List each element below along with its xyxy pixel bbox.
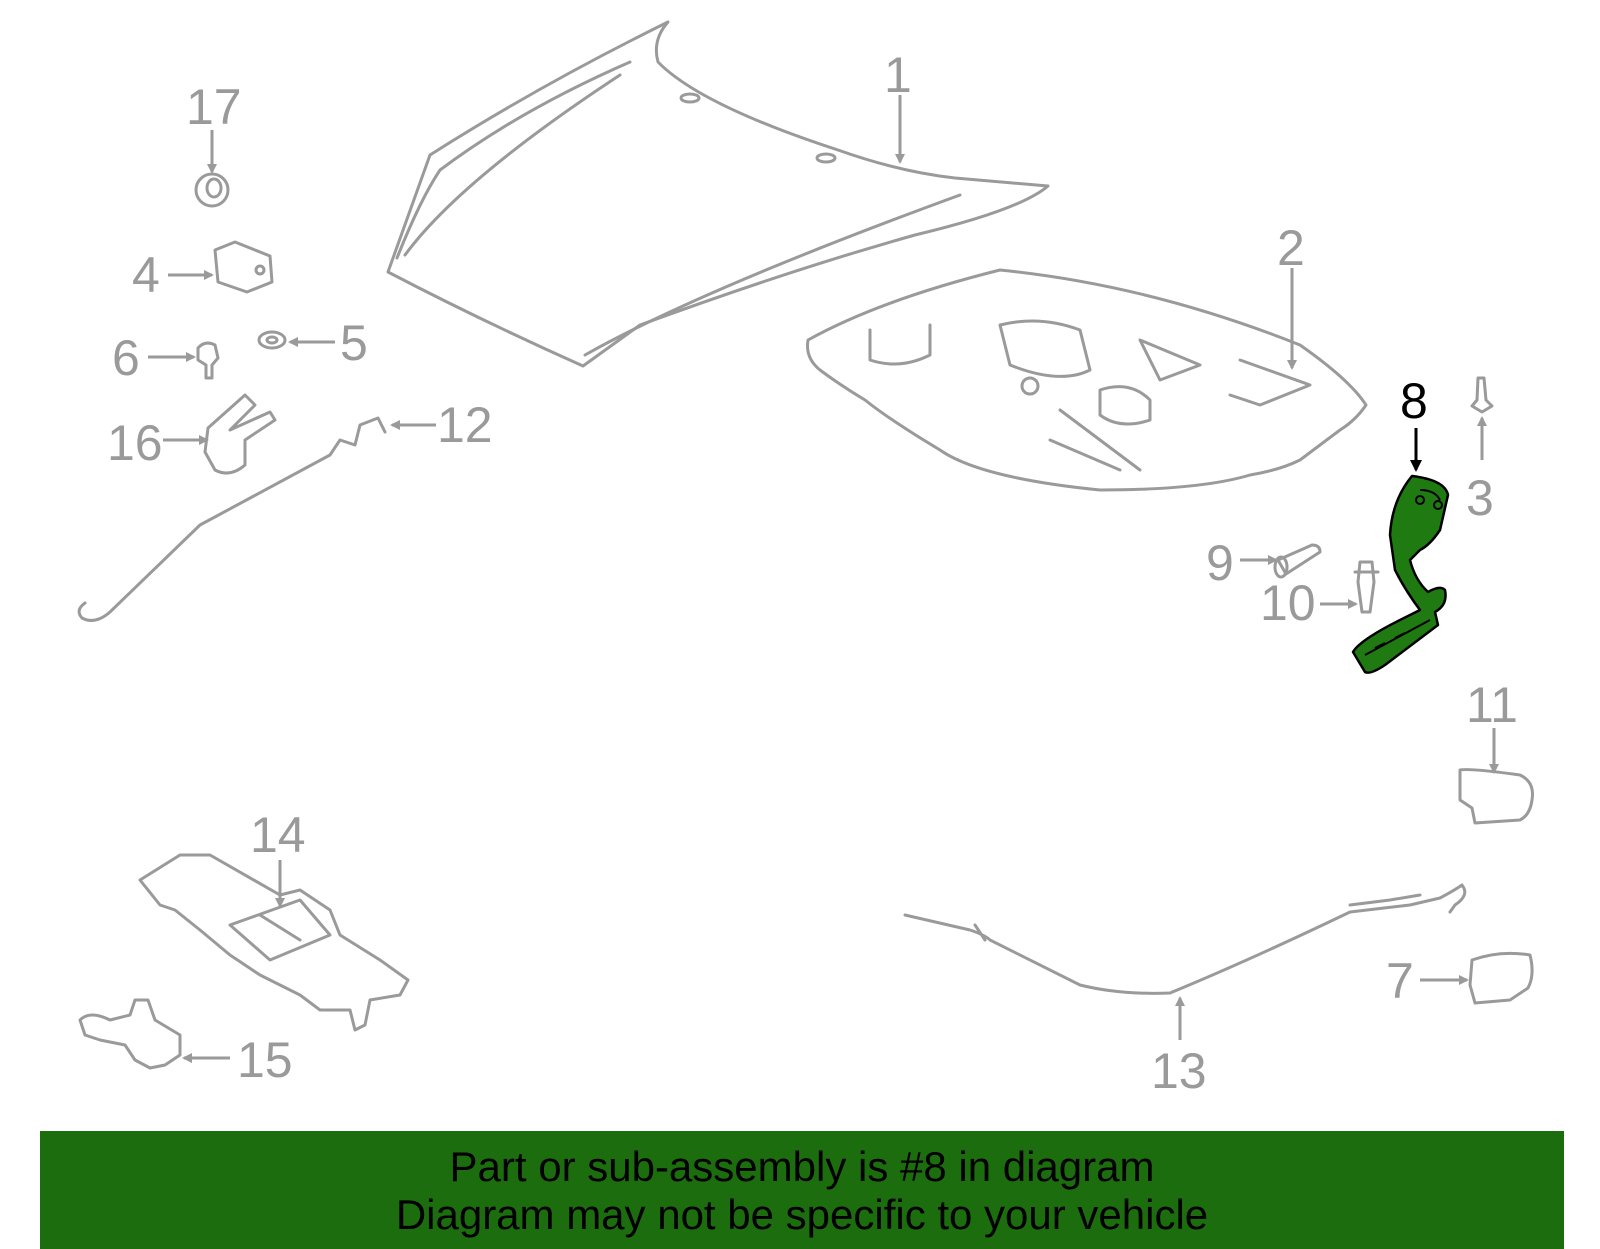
callout-1: 1 xyxy=(884,47,912,103)
callout-2: 2 xyxy=(1277,220,1305,276)
callout-5: 5 xyxy=(340,315,368,371)
part-11-bumper[interactable] xyxy=(1458,768,1534,825)
banner-line-2: Diagram may not be specific to your vehi… xyxy=(395,1191,1209,1238)
callout-6: 6 xyxy=(112,330,140,386)
part-5-nut[interactable] xyxy=(257,330,287,350)
callout-17: 17 xyxy=(186,79,242,135)
part-3-clip[interactable] xyxy=(1470,376,1494,414)
part-8-hood-hinge[interactable] xyxy=(1351,474,1450,674)
part-6-screw[interactable] xyxy=(196,341,220,380)
part-13-release-cable[interactable] xyxy=(903,883,1467,995)
part-1-hood[interactable] xyxy=(386,20,1050,368)
callout-16: 16 xyxy=(107,415,163,471)
banner-line-1: Part or sub-assembly is #8 in diagram xyxy=(449,1143,1155,1190)
part-10-bolt[interactable] xyxy=(1353,560,1380,614)
part-12-prop-rod[interactable] xyxy=(77,416,387,622)
part-17-grommet[interactable] xyxy=(194,172,230,208)
callout-11: 11 xyxy=(1466,677,1518,733)
part-7-bumper[interactable] xyxy=(1468,951,1534,1005)
callout-7: 7 xyxy=(1386,953,1414,1009)
callout-14: 14 xyxy=(250,807,306,863)
callout-13: 13 xyxy=(1151,1043,1207,1099)
part-16-clip[interactable] xyxy=(203,393,277,475)
part-14-support[interactable] xyxy=(138,853,410,1032)
callout-9: 9 xyxy=(1206,535,1234,591)
callout-8: 8 xyxy=(1400,373,1428,429)
part-2-insulator[interactable] xyxy=(806,268,1368,492)
callout-4: 4 xyxy=(132,247,160,303)
callout-12: 12 xyxy=(437,397,493,453)
callout-3: 3 xyxy=(1466,470,1494,526)
callout-10: 10 xyxy=(1260,575,1316,631)
part-9-bolt[interactable] xyxy=(1273,543,1322,579)
notice-banner: Part or sub-assembly is #8 in diagram Di… xyxy=(40,1131,1564,1249)
part-15-latch[interactable] xyxy=(78,998,182,1070)
callout-15: 15 xyxy=(237,1032,293,1088)
part-4-retainer[interactable] xyxy=(213,240,274,294)
